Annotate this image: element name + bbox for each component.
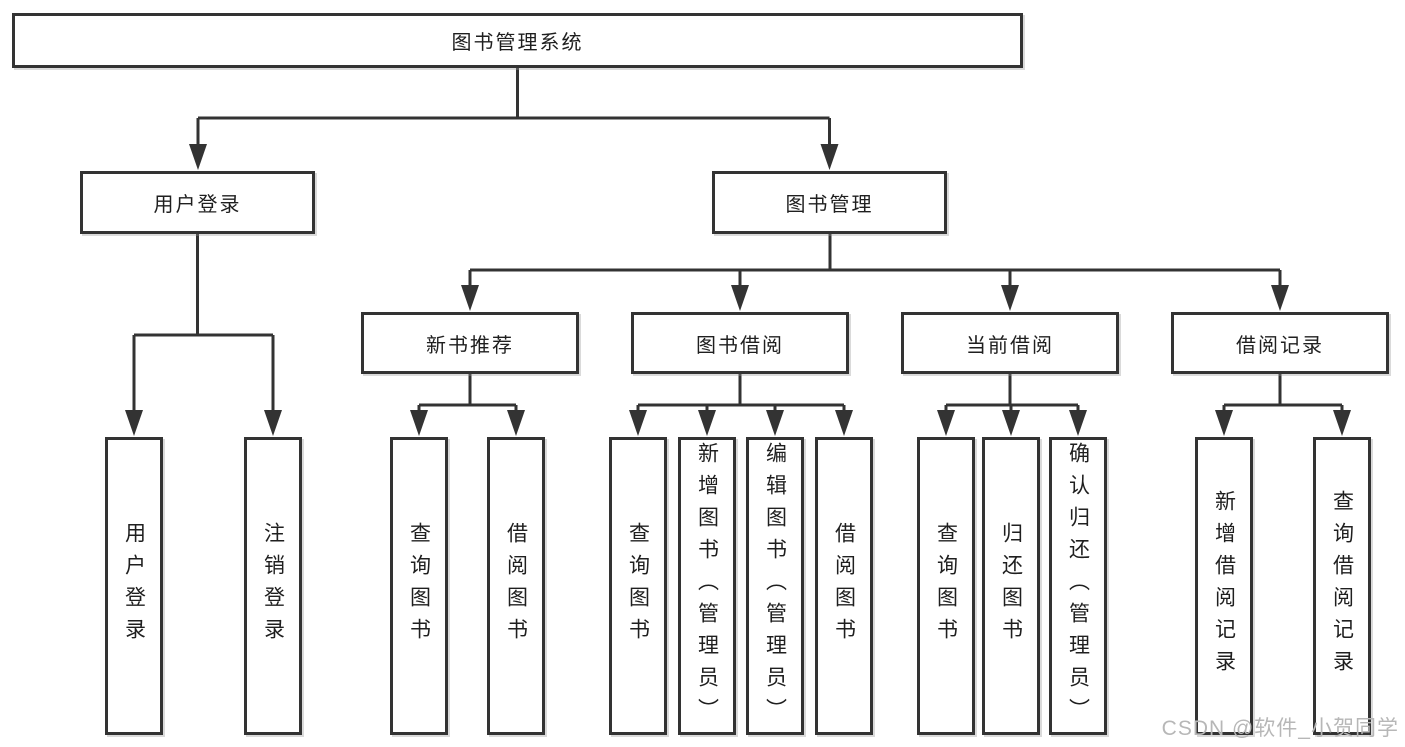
node-book-borrowing-label: 图书借阅 (696, 334, 784, 357)
leaf-user-login-label: 用户登录 (122, 522, 146, 650)
node-new-book-recommend-label: 新书推荐 (426, 334, 514, 357)
leaf-return-books: 归还图书 (982, 437, 1040, 735)
arrow-down-icon (507, 410, 525, 436)
arrow-down-icon (410, 410, 428, 436)
arrow-down-icon (1215, 410, 1233, 436)
leaf-logout: 注销登录 (244, 437, 302, 735)
leaf-query-books-1-label: 查询图书 (407, 522, 431, 650)
node-book-management-branch-label: 图书管理 (785, 194, 874, 216)
node-new-book-recommend: 新书推荐 (361, 312, 579, 374)
node-user-login-branch-label: 用户登录 (153, 194, 242, 216)
leaf-return-books-label: 归还图书 (999, 522, 1023, 650)
edge-root-to-level1 (196, 68, 831, 150)
node-user-login-branch: 用户登录 (80, 171, 315, 234)
edge-newbooks-to-leaves (417, 374, 518, 418)
arrow-down-icon (1271, 285, 1289, 311)
node-borrowing-records: 借阅记录 (1171, 312, 1389, 374)
arrow-down-icon (125, 410, 143, 436)
leaf-query-books-2: 查询图书 (609, 437, 667, 735)
leaf-borrow-books-2-label: 借阅图书 (832, 522, 856, 650)
leaf-add-book-admin: 新增图书（管理员） (678, 437, 736, 735)
leaf-add-borrow-record: 新增借阅记录 (1195, 437, 1253, 735)
arrowheads (125, 144, 1351, 436)
leaf-query-books-3: 查询图书 (917, 437, 975, 735)
node-book-borrowing: 图书借阅 (631, 312, 849, 374)
leaf-query-books-2-label: 查询图书 (626, 522, 650, 650)
leaf-confirm-return-admin: 确认归还（管理员） (1049, 437, 1107, 735)
leaf-query-books-1: 查询图书 (390, 437, 448, 735)
leaf-borrow-books-1: 借阅图书 (487, 437, 545, 735)
leaf-query-books-3-label: 查询图书 (934, 522, 958, 650)
csdn-watermark: CSDN @软件_小贺同学 (1161, 717, 1399, 740)
arrow-down-icon (1001, 285, 1019, 311)
arrow-down-icon (461, 285, 479, 311)
arrow-down-icon (835, 410, 853, 436)
arrow-down-icon (698, 410, 716, 436)
node-borrowing-records-label: 借阅记录 (1236, 334, 1324, 357)
leaf-borrow-books-2: 借阅图书 (815, 437, 873, 735)
leaf-borrow-books-1-label: 借阅图书 (504, 522, 528, 650)
leaf-edit-book-admin: 编辑图书（管理员） (746, 437, 804, 735)
node-root-book-management-system: 图书管理系统 (12, 13, 1023, 68)
arrow-down-icon (189, 144, 207, 170)
arrow-down-icon (1069, 410, 1087, 436)
edge-bookmgmt-to-level2 (468, 234, 1282, 293)
node-root-label: 图书管理系统 (451, 32, 584, 54)
leaf-confirm-return-admin-label: 确认归还（管理员） (1066, 442, 1090, 730)
node-current-borrowing-label: 当前借阅 (966, 334, 1054, 357)
arrow-down-icon (731, 285, 749, 311)
edge-userlogin-to-leaves (132, 234, 275, 418)
leaf-user-login: 用户登录 (105, 437, 163, 735)
arrow-down-icon (264, 410, 282, 436)
arrow-down-icon (766, 410, 784, 436)
edge-records-to-leaves (1222, 374, 1344, 418)
leaf-add-book-admin-label: 新增图书（管理员） (695, 442, 719, 730)
leaf-query-borrow-record-label: 查询借阅记录 (1330, 490, 1354, 682)
node-book-management-branch: 图书管理 (712, 171, 947, 234)
leaf-add-borrow-record-label: 新增借阅记录 (1212, 490, 1236, 682)
edge-borrow-to-leaves (636, 374, 846, 418)
arrow-down-icon (820, 144, 839, 170)
arrow-down-icon (937, 410, 955, 436)
leaf-logout-label: 注销登录 (261, 522, 285, 650)
arrow-down-icon (1333, 410, 1351, 436)
leaf-query-borrow-record: 查询借阅记录 (1313, 437, 1371, 735)
arrow-down-icon (1002, 410, 1020, 436)
node-current-borrowing: 当前借阅 (901, 312, 1119, 374)
leaf-edit-book-admin-label: 编辑图书（管理员） (763, 442, 787, 730)
arrow-down-icon (629, 410, 647, 436)
